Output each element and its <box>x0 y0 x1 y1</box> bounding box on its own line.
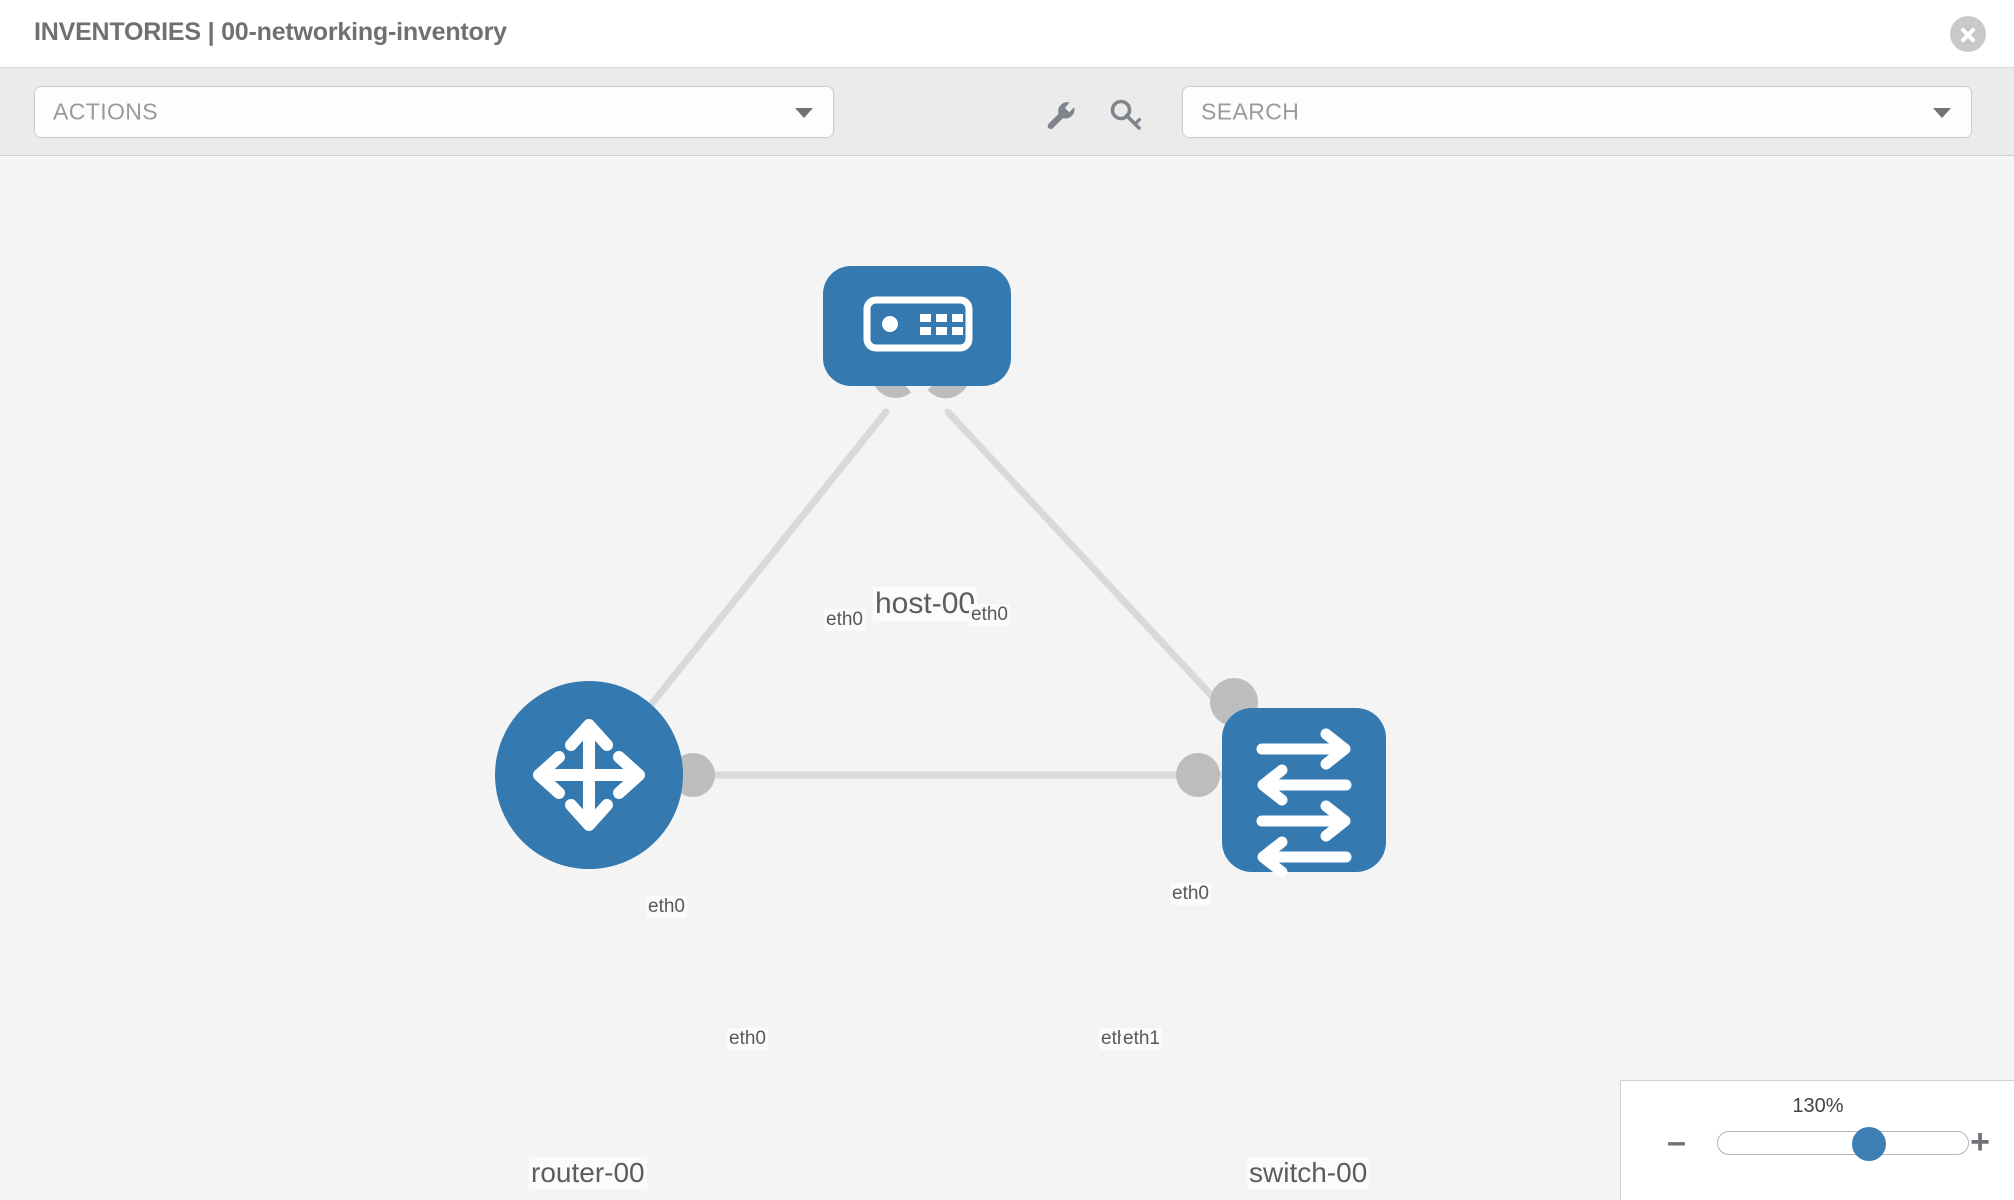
zoom-control-panel: 130% – + <box>1620 1080 2014 1200</box>
close-icon[interactable] <box>1950 16 1986 52</box>
edge-label-host-left: eth0 <box>824 609 865 631</box>
wrench-icon[interactable] <box>1042 96 1082 136</box>
edge-label-router-up: eth0 <box>646 896 687 918</box>
topology-connectors <box>671 355 1258 797</box>
router-arrows-icon <box>533 719 645 831</box>
node-router-00[interactable] <box>495 681 683 869</box>
zoom-in-button[interactable]: + <box>1970 1123 1990 1161</box>
chevron-down-icon <box>1933 108 1951 118</box>
actions-dropdown-label: ACTIONS <box>53 98 159 125</box>
edge-label-switch-left-b: eth1 <box>1121 1028 1162 1050</box>
link-host-router <box>621 408 890 741</box>
node-host-00[interactable] <box>823 266 1011 386</box>
key-icon-glyph <box>1110 99 1142 130</box>
topology-graph <box>495 266 1386 878</box>
search-input[interactable]: SEARCH <box>1182 86 1972 138</box>
zoom-slider-handle[interactable] <box>1852 1127 1887 1161</box>
server-icon <box>863 296 973 352</box>
edge-label-switch-up: eth0 <box>1170 883 1211 905</box>
search-placeholder: SEARCH <box>1201 98 1300 125</box>
edge-label-host-right: eth0 <box>969 604 1010 626</box>
zoom-level-label: 130% <box>1792 1095 1844 1117</box>
connector-switch-left <box>1176 753 1220 797</box>
actions-dropdown[interactable]: ACTIONS <box>34 86 834 138</box>
node-label-host-00: host-00 <box>873 587 978 621</box>
key-icon[interactable] <box>1106 96 1146 136</box>
node-label-switch-00: switch-00 <box>1247 1157 1370 1189</box>
node-label-router-00: router-00 <box>529 1157 647 1189</box>
zoom-slider[interactable] <box>1717 1127 1969 1161</box>
node-switch-00[interactable] <box>1222 708 1386 878</box>
topology-links <box>621 408 1254 779</box>
page-title: INVENTORIES | 00-networking-inventory <box>34 18 507 46</box>
topology-canvas[interactable]: host-00 router-00 switch-00 eth0 eth0 et… <box>0 157 2014 1200</box>
chevron-down-icon <box>795 108 813 118</box>
page-header: INVENTORIES | 00-networking-inventory <box>0 0 2014 68</box>
switch-arrows-icon <box>1256 728 1352 878</box>
link-host-switch <box>944 408 1254 741</box>
toolbar: ACTIONS SEARCH <box>0 68 2014 156</box>
edge-label-router-right: eth0 <box>727 1028 768 1050</box>
zoom-out-button[interactable]: – <box>1667 1123 1686 1161</box>
wrench-icon-glyph <box>1047 102 1075 130</box>
